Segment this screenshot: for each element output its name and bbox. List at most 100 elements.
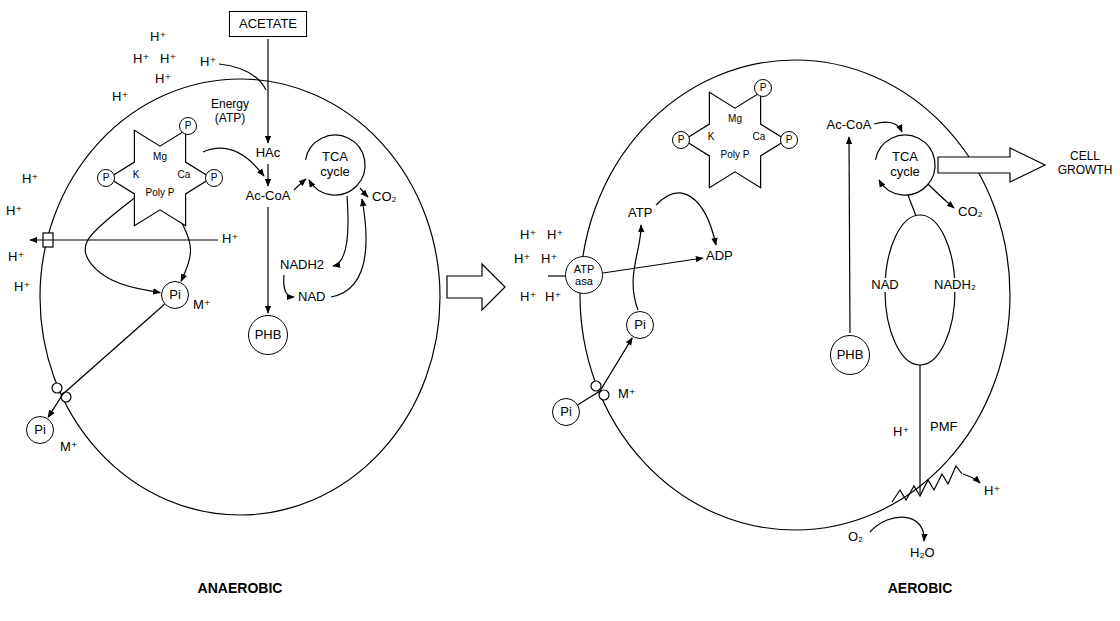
proton-label: H⁺ [984,484,1000,499]
cell-membrane [580,60,1010,530]
oxidation-arrow [284,275,294,297]
metabolite-label: Ac-CoA [827,118,872,133]
proton-label: H⁺ [200,55,216,70]
metabolite-label: HAc [256,146,281,161]
polyphosphate-text: Mg [728,113,742,124]
activation-arrow [267,164,268,186]
gas-label: CO₂ [958,205,983,220]
proton-label: H⁺ [133,52,149,67]
reduction-arrow [333,196,348,266]
proton-label: H⁺ [545,290,561,305]
phosphate-group: P [97,169,116,188]
force-label: PMF [930,420,957,435]
flow-connector [181,224,190,282]
condition-title: AEROBIC [888,580,953,596]
cofactor-label: NAD [298,290,325,305]
proton-label: H⁺ [222,232,238,247]
proton-label: H⁺ [547,228,563,243]
phosphate-uptake-arrow [633,225,641,310]
proton-influx-line [548,275,565,276]
proton-label: H⁺ [514,252,530,267]
polyphosphate-text: Mg [153,151,167,162]
cycle-label: TCA cycle [885,150,925,180]
metabolite-label: Ac-CoA [246,189,291,204]
metabolite-name: Pi [169,288,181,302]
proton-label: H⁺ [155,72,171,87]
star-outline [108,122,212,234]
phosphate-group: P [780,131,799,150]
phosphate-symbol: P [211,172,218,183]
polyphosphate-text: Poly P [721,149,750,160]
polyphosphate-star: MgKCaPoly P [108,122,212,234]
electron-transfer-line [919,365,920,494]
enzyme-name: ATP asa [574,263,594,287]
polyphosphate-star: MgKCaPoly P [683,84,787,196]
synthesis-arrow [267,207,268,313]
proton-efflux-arrow [963,474,980,483]
cation-label: M⁺ [618,387,636,402]
growth-arrow [938,148,1045,182]
flow-connector [48,304,164,417]
phosphate-pool: Pi [626,311,654,339]
cycle-label: TCA cycle [315,150,355,180]
phosphate-group: P [205,169,224,188]
transporter [61,392,71,402]
atpase-circle: ATP asa [565,256,603,294]
star-outline [684,92,786,188]
gas-label: CO₂ [372,190,397,205]
transporter [591,381,601,391]
phosphate-symbol: P [185,120,192,131]
cycle-input-arrow [874,122,902,132]
substrate-box: ACETATE [229,11,306,36]
atp-hydrolysis-arrow [656,193,716,245]
proton-label: H⁺ [8,250,24,265]
gas-label: O₂ [848,530,863,545]
cation-label: M⁺ [60,440,78,455]
transition-arrow [447,264,505,310]
transporter [52,383,62,393]
metabolite-name: PHB [837,348,864,362]
tca-cycle-arrow [306,135,366,195]
cofactor-label: NAD [869,278,900,293]
phosphate-pool: Pi [552,398,580,426]
proton-label: H⁺ [541,252,557,267]
proton-label: H⁺ [6,204,22,219]
oxygen-reduction-arrow [870,517,924,541]
tca-cycle-arrow [876,135,936,195]
proton-efflux-arrow [30,239,218,240]
star-outline [683,84,787,196]
cycle-input-arrow [294,179,306,190]
phosphate-pool: Pi [161,281,189,309]
phosphate-group: P [672,131,691,150]
respiratory-chain [892,466,962,502]
polyphosphate-text: Poly P [146,187,175,198]
polyphosphate-text: Ca [753,131,766,142]
condition-title: ANAEROBIC [198,580,283,596]
proton-label: H⁺ [160,52,176,67]
proton-label: H⁺ [150,30,166,45]
cation-label: M⁺ [193,298,211,313]
substrate-name: ACETATE [239,17,297,31]
metabolite-name: Pi [634,318,646,332]
phb-granule: PHB [830,335,870,375]
star-outline [109,130,211,226]
electron-transfer-line [908,195,916,216]
metabolite-name: Pi [560,405,572,419]
co2-release-arrow [928,184,954,208]
phb-granule: PHB [248,315,288,355]
proton-label: H⁺ [14,280,30,295]
energy-label: Energy (ATP) [204,98,256,126]
phosphate-symbol: P [678,134,685,145]
transporter [599,390,609,400]
proton-uptake-line [219,64,266,90]
phb-degradation-arrow [849,137,850,333]
phosphate-symbol: P [786,134,793,145]
phosphate-symbol: P [760,82,767,93]
phosphate-symbol: P [103,172,110,183]
phosphate-group: P [754,79,773,98]
uptake-arrow [267,39,268,143]
cofactor-label: NADH₂ [932,278,978,293]
